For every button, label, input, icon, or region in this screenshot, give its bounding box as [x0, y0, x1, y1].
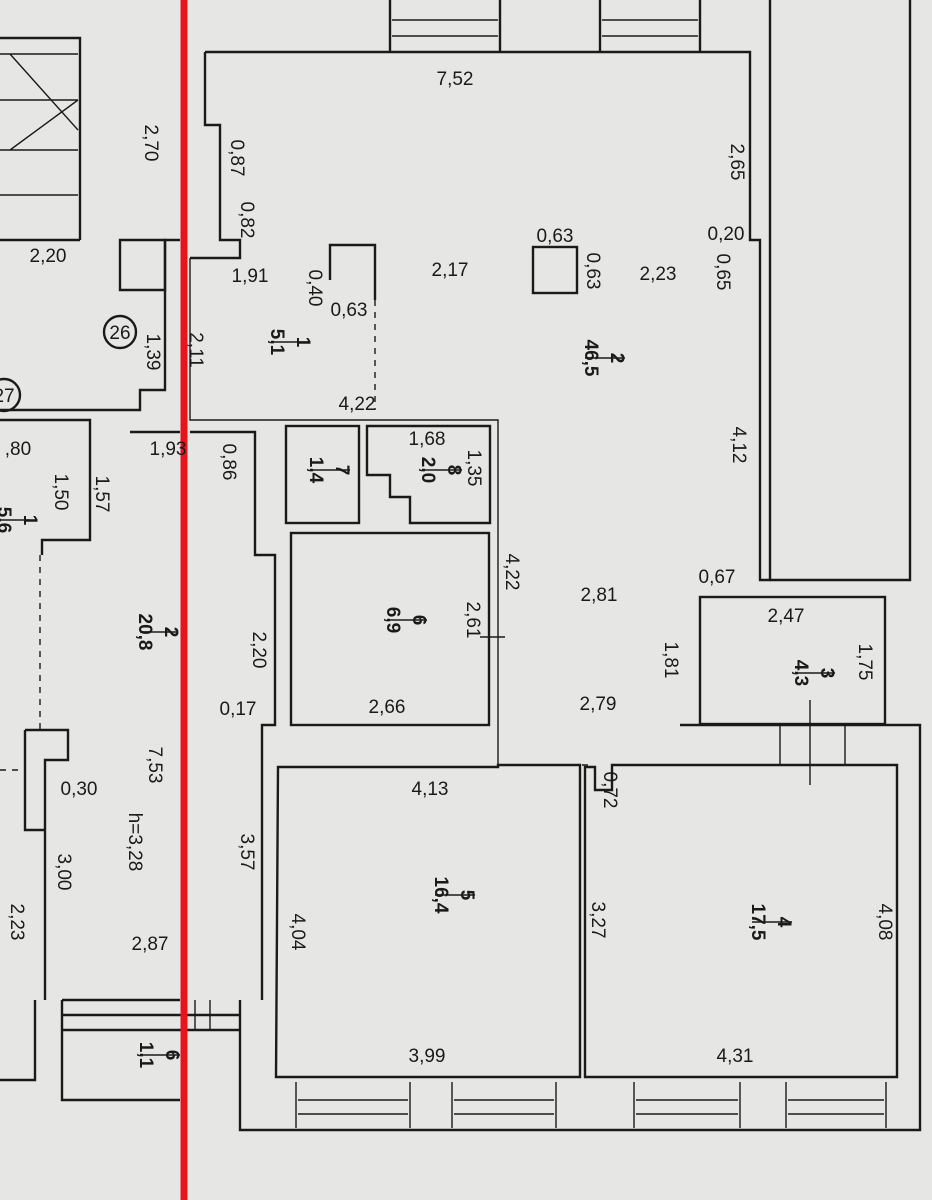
room-1-number: 1 — [292, 337, 313, 348]
dimension-label: 1,57 — [91, 476, 112, 513]
dimension-label: 1,91 — [232, 266, 269, 287]
left-room-1-number: 1 — [19, 515, 40, 526]
dimension-label: 4,08 — [874, 904, 895, 941]
dimension-label: 3,99 — [409, 1046, 446, 1067]
dimension-label: 0,17 — [220, 699, 257, 720]
dimension-labels: 7,52 2,65 0,20 0,65 0,63 0,63 2,17 2,23 … — [5, 69, 895, 1067]
dimension-label: 3,27 — [587, 902, 608, 939]
dimension-label: 0,63 — [537, 226, 574, 247]
dimension-label: 4,13 — [412, 779, 449, 800]
dimension-label: 2,20 — [30, 246, 67, 267]
dimension-label: 2,65 — [726, 144, 747, 181]
room-5-number: 5 — [456, 890, 477, 901]
marker-26: 26 — [109, 323, 130, 344]
dimension-label: 0,67 — [699, 567, 736, 588]
dimension-label: 2,79 — [580, 694, 617, 715]
dimension-label: 2,61 — [462, 602, 483, 639]
room-6-area: 6,9 — [382, 607, 403, 633]
dimension-label: 0,65 — [712, 254, 733, 291]
room-8-area: 2,0 — [417, 457, 438, 483]
dimension-label: ,80 — [5, 439, 31, 460]
dimension-label: 2,23 — [640, 264, 677, 285]
dimension-label: 2,11 — [185, 332, 206, 368]
room-3-number: 3 — [816, 668, 837, 679]
dimension-label: 1,35 — [463, 450, 484, 487]
dimension-label: 1,93 — [150, 439, 187, 460]
room-4-number: 4 — [773, 917, 794, 928]
walls — [0, 0, 922, 1132]
room-5-area: 16,4 — [430, 877, 451, 914]
left-room-6-number: 6 — [161, 1050, 182, 1061]
dimension-label: 4,22 — [339, 394, 376, 415]
left-room-6-area: 1,1 — [135, 1042, 156, 1069]
room-1-area: 5,1 — [266, 329, 287, 356]
dimension-label: 1,68 — [409, 429, 446, 450]
dimension-label: 2,20 — [248, 632, 269, 669]
dimension-label: 1,75 — [854, 644, 875, 681]
dimension-label: 0,63 — [331, 300, 368, 321]
dimension-label: 3,57 — [236, 834, 257, 871]
dimension-label: 0,20 — [708, 224, 745, 245]
dimension-label: 2,47 — [768, 606, 805, 627]
room-4-area: 17,5 — [747, 904, 768, 941]
left-room-1-area: 5,6 — [0, 507, 14, 533]
height-label: h=3,28 — [124, 813, 145, 872]
dimension-label: 0,72 — [599, 772, 620, 809]
room-labels: 15,1 246,5 34,3 417,5 516,4 66,9 71,4 82… — [0, 329, 837, 1069]
dimension-label: 2,87 — [132, 934, 169, 955]
dimension-label: 2,81 — [581, 585, 618, 606]
dimension-label: 1,50 — [50, 474, 71, 511]
dimension-label: 2,66 — [369, 697, 406, 718]
dimension-label: 0,87 — [226, 140, 247, 177]
dimension-label: 4,22 — [501, 554, 522, 591]
dimension-label: 0,82 — [236, 202, 257, 239]
marker-27: 27 — [0, 386, 15, 407]
room-7-area: 1,4 — [305, 457, 326, 484]
dimension-label: 2,70 — [140, 125, 161, 162]
left-room-2-number: 2 — [160, 627, 181, 638]
dimension-label: 3,00 — [53, 854, 74, 891]
dimension-label: 2,17 — [432, 260, 469, 281]
dimension-label: 4,31 — [717, 1046, 754, 1067]
dimension-label: 0,63 — [582, 253, 603, 290]
room-8-number: 8 — [443, 465, 464, 476]
left-room-2-area: 20,8 — [134, 614, 155, 651]
dimension-label: 0,30 — [61, 779, 98, 800]
dimension-label: 1,39 — [142, 334, 163, 371]
room-2-number: 2 — [606, 353, 627, 364]
room-2-area: 46,5 — [580, 340, 601, 377]
dimension-label: 0,40 — [304, 270, 325, 307]
dimension-label: 7,52 — [437, 69, 474, 90]
dimension-label: 7,53 — [144, 747, 165, 784]
dimension-label: 0,86 — [218, 444, 239, 481]
dimension-label: 4,04 — [287, 914, 308, 951]
dimension-label: 4,12 — [728, 427, 749, 464]
room-6-number: 6 — [408, 615, 429, 626]
dimension-label: 2,23 — [6, 904, 27, 941]
dimension-label: 1,81 — [660, 642, 681, 679]
room-3-area: 4,3 — [790, 660, 811, 686]
room-7-number: 7 — [331, 465, 352, 476]
